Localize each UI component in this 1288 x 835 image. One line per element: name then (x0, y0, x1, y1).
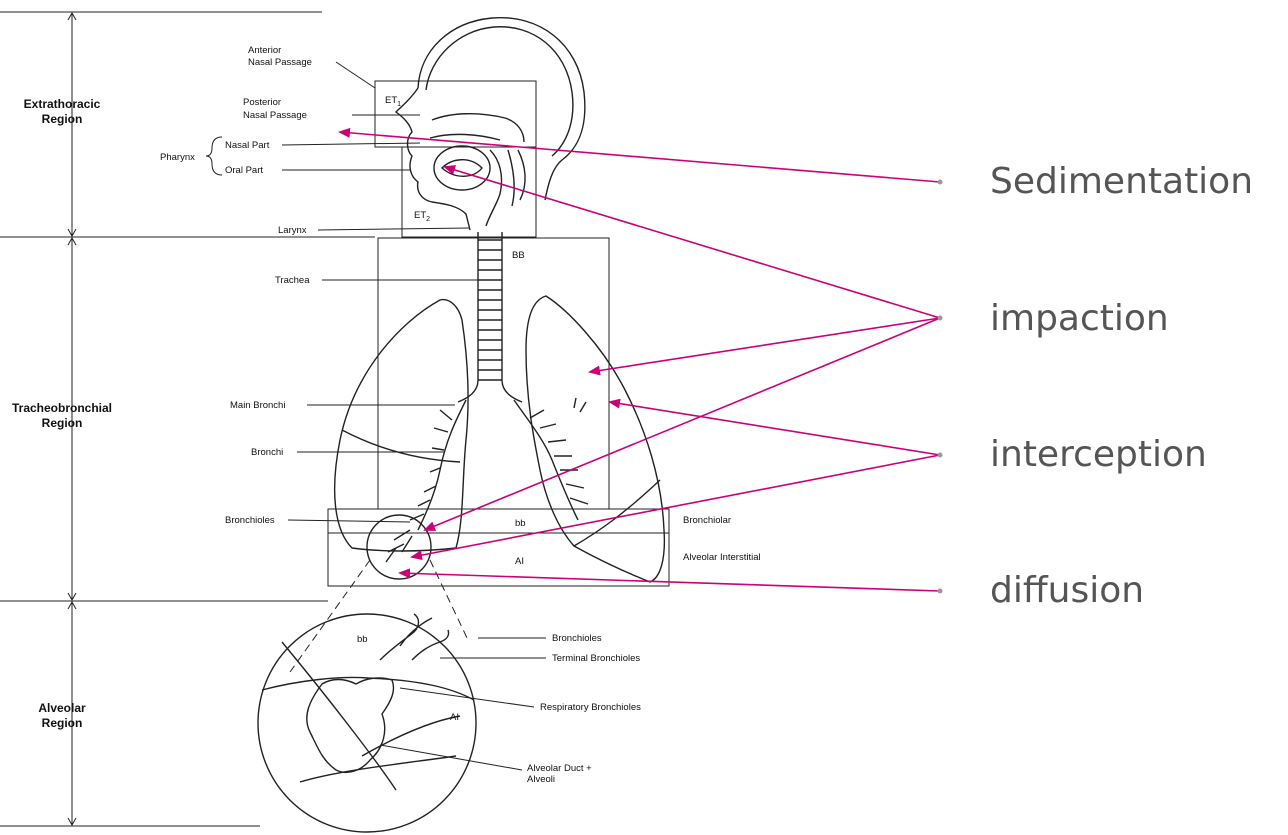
region-boxes: ET1 ET2 BB bb AI (328, 81, 669, 586)
left-lung (526, 296, 664, 582)
label-posterior-nasal-line2: Nasal Passage (243, 110, 307, 121)
box-label-ai: AI (515, 556, 524, 567)
zoom-label-bb: bb (357, 634, 368, 645)
label-bronchi: Bronchi (251, 447, 283, 458)
region-alveolar-line2: Region (42, 716, 83, 730)
region-tracheobronchial-line2: Region (42, 416, 83, 430)
zoom-label-ai: AI (450, 712, 459, 723)
arrow-origin-diffusion (938, 589, 943, 594)
arrow-origin-impaction (938, 316, 943, 321)
label-pharynx: Pharynx (160, 152, 195, 163)
arrow-impaction-2 (590, 318, 940, 372)
anatomy-labels: Anterior Nasal Passage Posterior Nasal P… (160, 45, 761, 785)
label-main-bronchi: Main Bronchi (230, 400, 285, 411)
label-bronchioles: Bronchioles (225, 515, 275, 526)
region-extrathoracic-line2: Region (42, 112, 83, 126)
zoom-line-left (290, 560, 370, 672)
leader-larynx (318, 228, 470, 230)
mechanism-diffusion: diffusion (990, 570, 1144, 611)
label-nasal-part: Nasal Part (225, 140, 270, 151)
box-label-bb-small: bb (515, 518, 526, 529)
mechanism-labels: Sedimentation impaction interception dif… (990, 161, 1253, 611)
mechanism-interception: interception (990, 434, 1207, 475)
label-terminal-bronchioles: Terminal Bronchioles (552, 653, 640, 664)
head-illustration (396, 18, 585, 230)
leader-respiratory-bronchioles (400, 688, 534, 707)
label-zoom-bronchioles: Bronchioles (552, 633, 602, 644)
arrow-interception-2 (412, 455, 940, 557)
region-extrathoracic-line1: Extrathoracic (24, 97, 101, 111)
right-lung (335, 300, 468, 551)
label-respiratory-bronchioles: Respiratory Bronchioles (540, 702, 641, 713)
mechanism-impaction: impaction (990, 298, 1169, 339)
region-tracheobronchial-line1: Tracheobronchial (12, 401, 112, 415)
leader-alveolar-duct (380, 745, 522, 770)
label-posterior-nasal-line1: Posterior (243, 97, 281, 108)
leader-anterior-nasal (336, 62, 375, 88)
box-label-bb: BB (512, 250, 525, 261)
label-anterior-nasal-line1: Anterior (248, 45, 281, 56)
zoom-line-right (430, 560, 468, 640)
label-larynx: Larynx (278, 225, 307, 236)
zoom-circle (258, 614, 476, 832)
label-bronchiolar: Bronchiolar (683, 515, 731, 526)
arrow-origin-sedimentation (938, 180, 943, 185)
leader-bronchioles (288, 520, 410, 522)
label-alveolar-interstitial: Alveolar Interstitial (683, 552, 761, 563)
label-trachea: Trachea (275, 275, 310, 286)
lungs-illustration (335, 296, 665, 582)
region-alveolar-line1: Alveolar (38, 701, 86, 715)
label-oral-part: Oral Part (225, 165, 263, 176)
label-alveolar-duct-line1: Alveolar Duct + (527, 763, 592, 774)
leader-nasal-part (282, 143, 420, 145)
box-label-et2: ET2 (414, 210, 430, 223)
arrow-diffusion (400, 573, 940, 591)
arrow-origin-interception (938, 453, 943, 458)
label-anterior-nasal-line2: Nasal Passage (248, 57, 312, 68)
arrow-interception-1 (610, 402, 940, 455)
label-alveolar-duct-line2: Alveoli (527, 774, 555, 785)
region-scale: Extrathoracic Region Tracheobronchial Re… (0, 12, 375, 826)
pharynx-brace (206, 137, 222, 175)
arrow-impaction-1 (445, 167, 940, 318)
arrow-sedimentation (340, 132, 940, 182)
box-label-et1: ET1 (385, 95, 401, 108)
mechanism-sedimentation: Sedimentation (990, 161, 1253, 202)
zoom-detail: bb AI (258, 515, 476, 832)
